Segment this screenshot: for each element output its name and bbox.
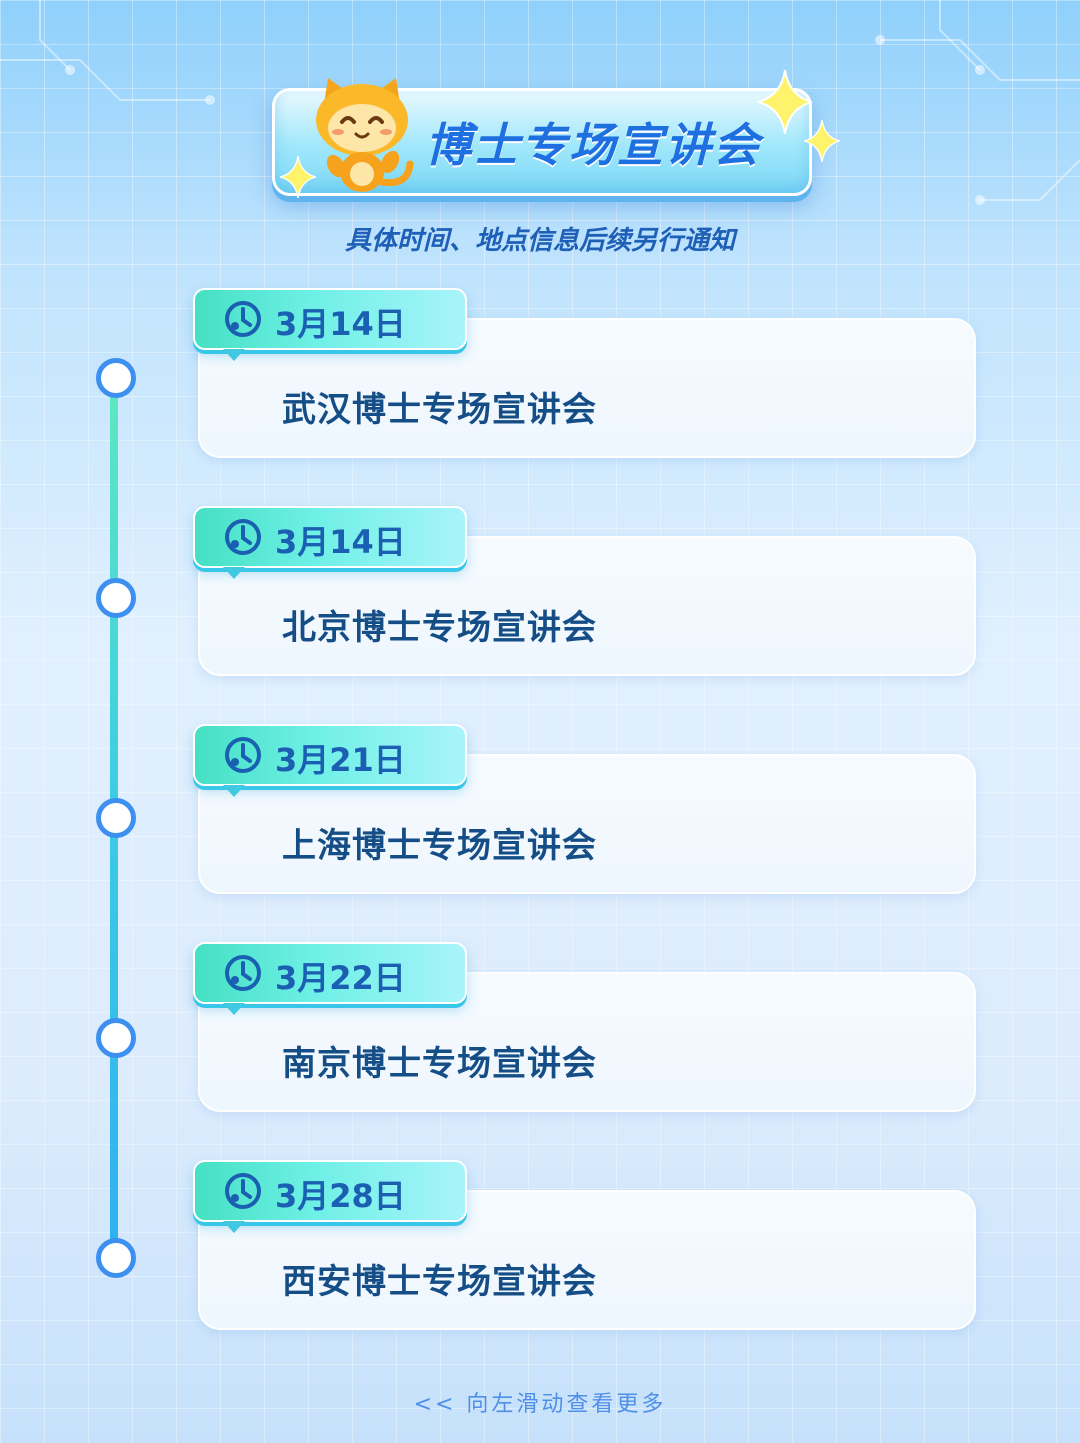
event-title: 南京博士专场宣讲会 xyxy=(282,1044,597,1084)
cat-mascot-icon xyxy=(316,78,414,192)
clock-location-icon xyxy=(225,519,261,555)
event-title: 西安博士专场宣讲会 xyxy=(282,1262,597,1302)
event-card[interactable]: 北京博士专场宣讲会 xyxy=(198,536,976,676)
event-title: 北京博士专场宣讲会 xyxy=(282,608,597,648)
date-tag: 3月22日 xyxy=(193,942,467,1015)
page-title: 博士专场宣讲会 xyxy=(425,118,761,172)
sparkle-icon xyxy=(804,120,840,162)
timeline-node xyxy=(96,798,136,838)
event-card[interactable]: 武汉博士专场宣讲会 xyxy=(198,318,976,458)
timeline-node xyxy=(96,1018,136,1058)
event-date: 3月14日 xyxy=(275,523,406,561)
event-date: 3月22日 xyxy=(275,959,406,997)
timeline-node xyxy=(96,358,136,398)
sparkle-icon xyxy=(758,70,812,134)
event-date: 3月28日 xyxy=(275,1177,406,1215)
event-title: 武汉博士专场宣讲会 xyxy=(282,390,597,430)
timeline-node xyxy=(96,1238,136,1278)
swipe-hint[interactable]: << 向左滑动查看更多 xyxy=(413,1392,667,1417)
clock-location-icon xyxy=(225,1173,261,1209)
date-tag: 3月28日 xyxy=(193,1160,467,1233)
event-date: 3月14日 xyxy=(275,305,406,343)
event-title: 上海博士专场宣讲会 xyxy=(282,826,597,866)
date-tag: 3月21日 xyxy=(193,724,467,797)
timeline-node xyxy=(96,578,136,618)
date-tag: 3月14日 xyxy=(193,288,467,361)
clock-location-icon xyxy=(225,955,261,991)
date-tag: 3月14日 xyxy=(193,506,467,579)
subtitle: 具体时间、地点信息后续另行通知 xyxy=(344,226,735,256)
clock-location-icon xyxy=(225,737,261,773)
event-date: 3月21日 xyxy=(275,741,406,779)
clock-location-icon xyxy=(225,301,261,337)
sparkle-icon xyxy=(280,156,316,198)
